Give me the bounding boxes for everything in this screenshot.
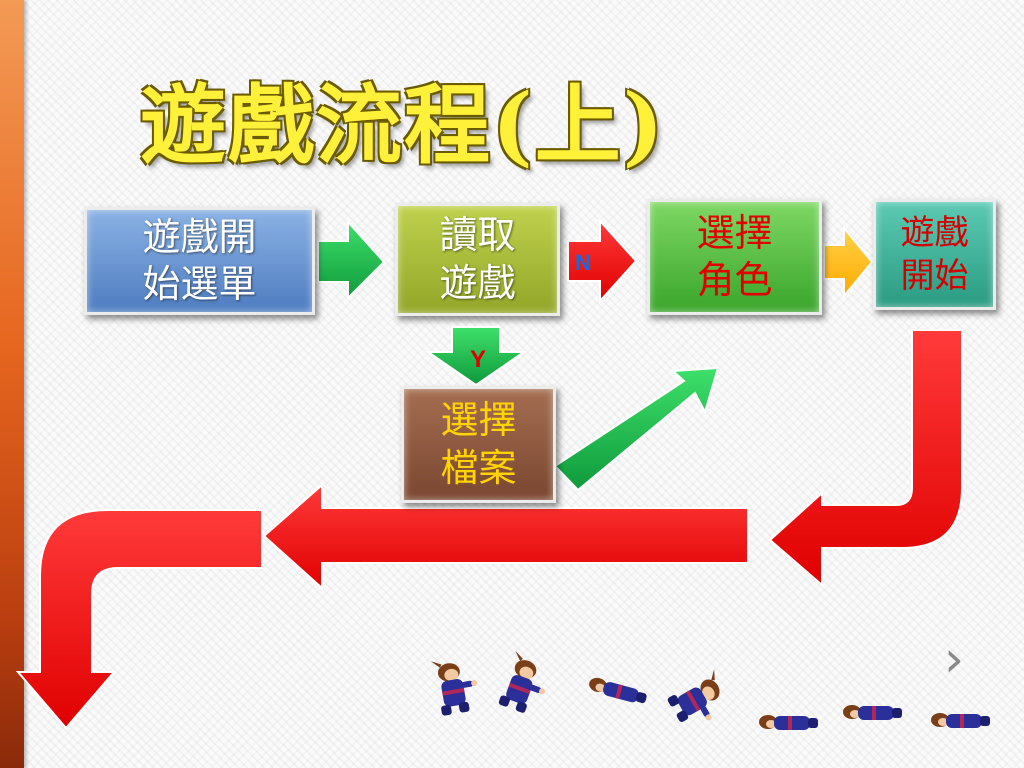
next-slide-icon[interactable]: › <box>944 630 964 688</box>
edge-arrow-file-character <box>553 366 720 492</box>
node-label: 選擇 角色 <box>696 210 773 303</box>
node-label: 遊戲 開始 <box>900 213 969 296</box>
edge-label-y: Y <box>470 346 486 373</box>
edge-arrow-start-curve <box>768 329 963 588</box>
edge-arrow-return-left <box>262 482 749 591</box>
node-load-game: 讀取 遊戲 <box>395 203 560 316</box>
left-accent-bar <box>0 0 24 768</box>
edge-label-n: N <box>575 250 591 275</box>
node-label: 選擇 檔案 <box>440 398 517 490</box>
node-game-menu: 遊戲開 始選單 <box>84 207 315 315</box>
edge-arrow-load-character <box>567 218 638 304</box>
slide-title: 遊戲流程(上) <box>140 75 666 176</box>
edge-arrow-load-file <box>424 326 528 387</box>
edge-arrow-continue-down <box>15 509 263 730</box>
node-label: 讀取 遊戲 <box>439 213 516 305</box>
edge-arrow-character-start <box>823 225 874 299</box>
node-select-character: 選擇 角色 <box>647 199 822 315</box>
node-select-file: 選擇 檔案 <box>401 386 556 503</box>
edge-arrow-menu-load <box>317 219 386 301</box>
node-game-start: 遊戲 開始 <box>873 199 996 310</box>
node-label: 遊戲開 始選單 <box>142 214 257 307</box>
